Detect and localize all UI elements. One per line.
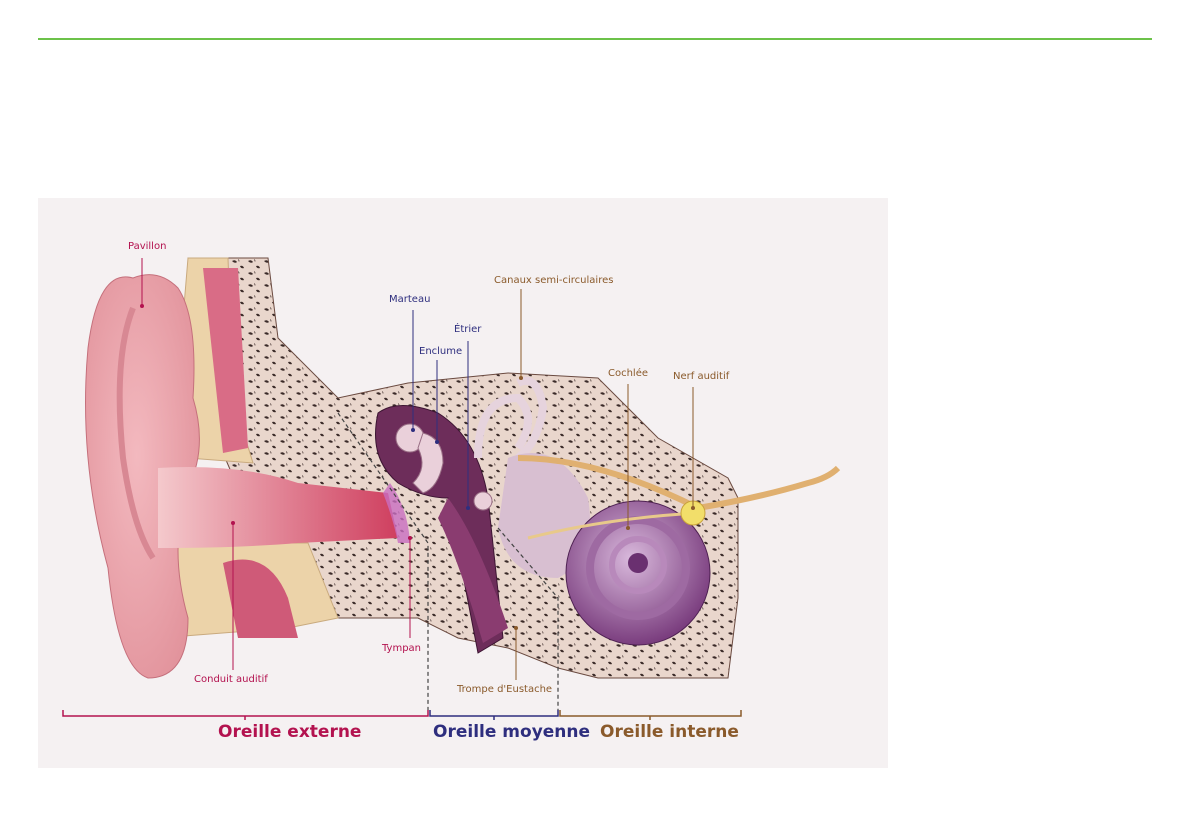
brace-externe — [63, 710, 428, 720]
label-pavillon: Pavillon — [128, 241, 166, 253]
label-canaux: Canaux semi-circulaires — [494, 275, 613, 287]
label-cochlee: Cochlée — [608, 368, 648, 380]
section-oreille-externe: Oreille externe — [218, 722, 361, 742]
stapes — [474, 492, 492, 510]
brace-moyenne — [430, 710, 558, 720]
label-nerf: Nerf auditif — [673, 371, 729, 383]
label-trompe: Trompe d'Eustache — [457, 684, 552, 696]
label-etrier: Étrier — [454, 324, 481, 336]
section-oreille-interne: Oreille interne — [600, 722, 739, 742]
ear-illustration — [38, 198, 888, 768]
ear-anatomy-figure: Pavillon Marteau Enclume Étrier Canaux s… — [38, 198, 888, 768]
brace-interne — [560, 710, 741, 720]
label-enclume: Enclume — [419, 346, 462, 358]
label-conduit: Conduit auditif — [194, 674, 268, 686]
top-divider-line — [38, 38, 1152, 40]
label-marteau: Marteau — [389, 294, 430, 306]
label-tympan: Tympan — [382, 643, 421, 655]
section-oreille-moyenne: Oreille moyenne — [433, 722, 590, 742]
